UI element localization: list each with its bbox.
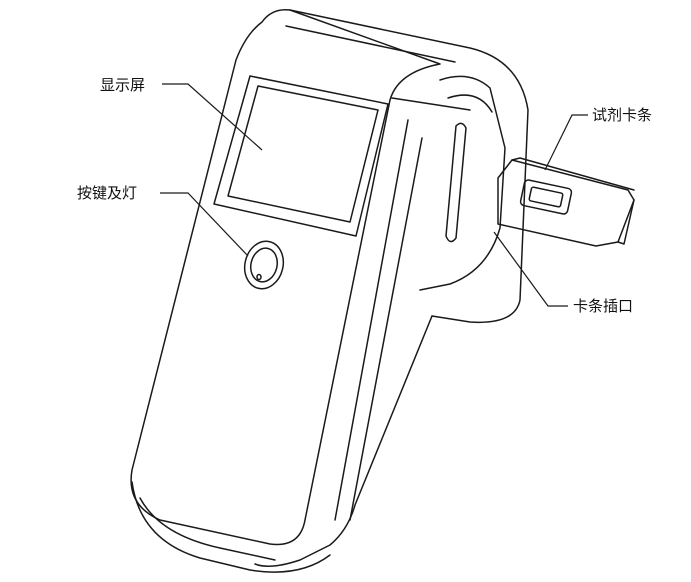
slot-opening (445, 122, 467, 243)
device-back-contour (289, 9, 529, 324)
leader-line-slot (493, 231, 568, 307)
test-strip-window-inner (528, 186, 564, 208)
button-inner (249, 247, 279, 283)
leader-line-screen (162, 83, 263, 151)
leader-lines (160, 83, 588, 307)
device-base-rim (139, 497, 276, 561)
label-strip-slot: 卡条插口 (573, 297, 634, 315)
leader-line-button (160, 192, 249, 257)
button-led (256, 273, 262, 281)
label-reagent-strip: 试剂卡条 (592, 106, 653, 124)
device-top-inner-edge (285, 25, 456, 63)
test-strip-body (497, 159, 635, 247)
device-side-edge-2 (334, 119, 409, 521)
device-base (131, 481, 331, 573)
button-outer (243, 240, 285, 290)
display-screen-bezel (213, 75, 389, 237)
label-button-and-light: 按键及灯 (77, 184, 138, 202)
device-side-edge (349, 137, 423, 521)
slot-housing (419, 75, 506, 291)
test-strip-window (519, 179, 573, 215)
slot-housing-inner (447, 94, 493, 113)
display-screen-glass (227, 85, 379, 223)
device-side-wall (254, 97, 471, 567)
label-display-screen: 显示屏 (100, 76, 146, 94)
device-front-panel (130, 9, 441, 546)
leader-line-strip (544, 114, 588, 171)
test-strip-edge (511, 157, 635, 245)
